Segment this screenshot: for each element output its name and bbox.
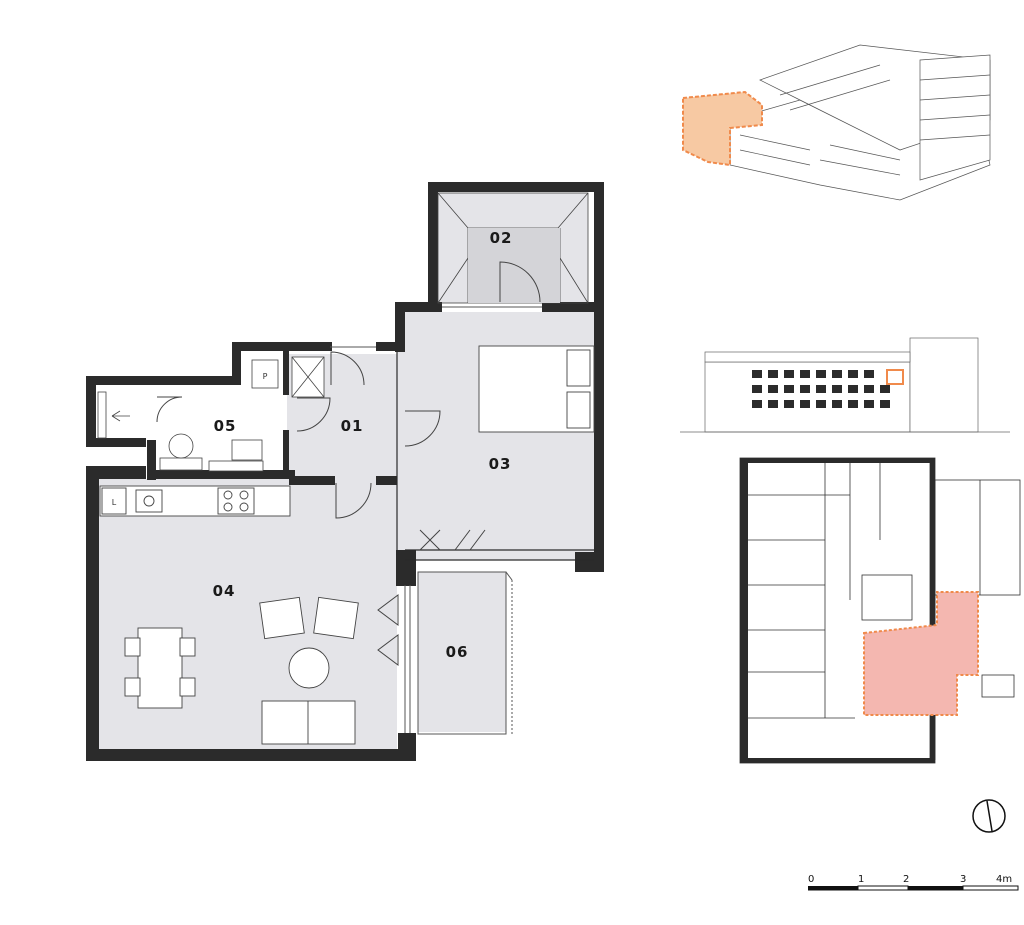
door-swing-icon <box>156 261 541 666</box>
room-label-02: 02 <box>490 229 513 247</box>
kitchen-counter <box>99 485 291 517</box>
room-label-06: 06 <box>446 643 469 661</box>
fixture-l-label: L <box>112 498 117 507</box>
glazing <box>330 306 542 733</box>
dining-table-icon <box>124 627 196 709</box>
bed-icon <box>478 345 595 433</box>
sofa-icon <box>261 700 356 745</box>
key-plan-walls <box>740 458 935 763</box>
room-label-03: 03 <box>489 455 512 473</box>
stove-icon <box>217 487 255 515</box>
room-label-04: 04 <box>213 582 236 600</box>
scale-bar: 0 1 2 3 4m <box>808 874 1019 891</box>
wm-box <box>251 359 279 389</box>
radiator <box>97 391 107 439</box>
fixture-p-label: P <box>263 372 268 381</box>
sink-icon <box>208 439 264 472</box>
key-plan-highlight <box>863 591 979 716</box>
armchair-icon <box>259 596 359 640</box>
highlighted-block <box>682 90 763 167</box>
partitions <box>396 350 594 561</box>
building-axonometric <box>729 44 991 201</box>
room-label-05: 05 <box>214 417 237 435</box>
toilet-icon <box>159 433 203 471</box>
shower-icon <box>291 356 325 398</box>
scale-tick-1: 1 <box>858 874 864 885</box>
elevation-highlight <box>886 369 904 385</box>
coffee-table <box>288 647 330 689</box>
floor-plan: P L <box>86 182 604 761</box>
elevation-windows <box>752 370 890 408</box>
balcony <box>417 571 513 735</box>
room-label-01: 01 <box>341 417 364 435</box>
scale-tick-2: 2 <box>903 874 909 885</box>
scale-tick-3: 3 <box>960 874 966 885</box>
walls <box>86 182 604 761</box>
scale-tick-0: 0 <box>808 874 814 885</box>
scale-tick-4: 4m <box>996 874 1012 885</box>
arrow-left-icon <box>111 410 130 422</box>
building-elevation <box>680 337 1010 433</box>
north-arrow-icon <box>972 799 1006 833</box>
closet-floor <box>468 228 560 303</box>
